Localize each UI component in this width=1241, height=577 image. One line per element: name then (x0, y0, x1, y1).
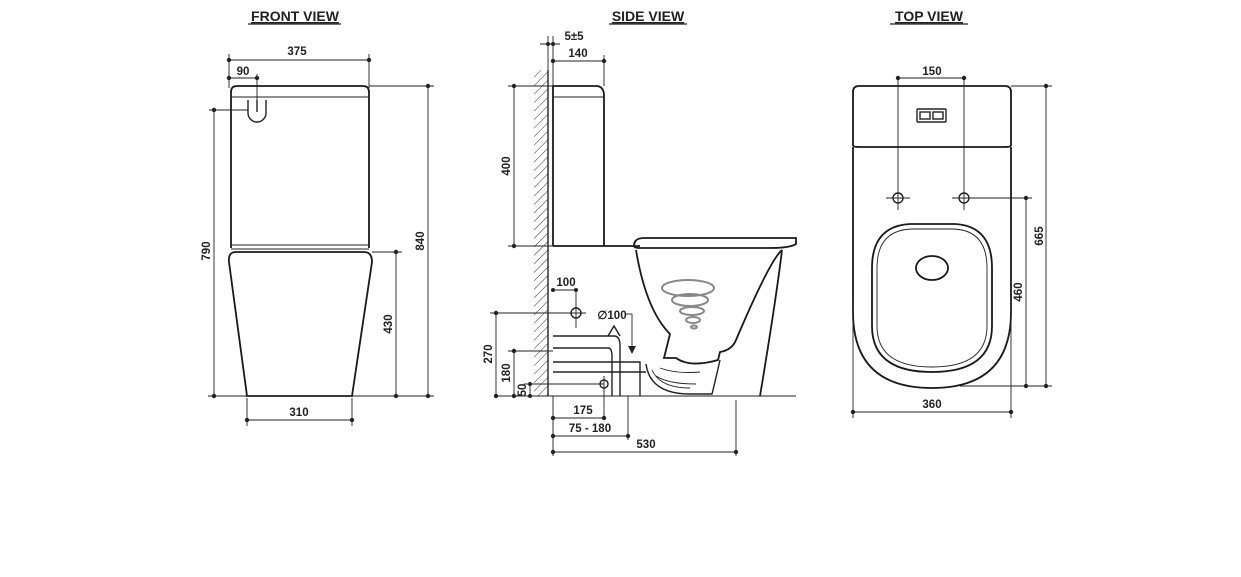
dim-side-outlet-height: 270 (483, 310, 566, 399)
dim-label: 530 (636, 439, 655, 451)
dim-side-outlet-center: 180 (501, 348, 553, 399)
dim-front-bowl-height: 430 (372, 249, 402, 399)
side-outlet-pipe (553, 324, 646, 396)
front-view-title: FRONT VIEW (251, 8, 340, 24)
side-trap (645, 359, 721, 395)
top-seat-opening (871, 223, 993, 373)
dim-label: 840 (415, 231, 427, 250)
dim-label: 100 (556, 277, 575, 289)
side-view-title: SIDE VIEW (612, 8, 685, 24)
dim-front-top-width: 375 (226, 46, 372, 88)
dim-label: 180 (501, 363, 513, 382)
dim-label: 50 (517, 384, 529, 397)
flush-button-icon (247, 100, 267, 123)
dim-label: 270 (483, 344, 495, 363)
top-drain-hole (915, 255, 949, 281)
water-swirl-icon (661, 279, 715, 330)
dim-top-seat-to-fixing: 460 (1013, 195, 1029, 389)
dim-side-outlet-range: 75 - 180 (550, 423, 631, 439)
dim-label: 460 (1013, 282, 1025, 301)
front-bowl-outline (227, 251, 373, 397)
dim-label: ∅100 (597, 310, 626, 322)
dim-front-base-width: 310 (244, 398, 355, 426)
dim-label: 150 (922, 66, 941, 78)
dim-front-button-offset: 90 (226, 66, 260, 100)
dim-side-tank-height: 400 (501, 83, 553, 249)
dim-side-tank-depth: 140 (550, 48, 607, 86)
dim-top-total-depth: 665 (960, 83, 1052, 389)
side-tank-outline (552, 85, 605, 246)
dim-top-fixing-spacing: 150 (895, 66, 967, 81)
side-view: SIDE VIEW (483, 8, 797, 456)
front-tank-outline (230, 85, 370, 248)
top-tank-outline (852, 85, 1012, 148)
dim-label: 75 - 180 (569, 423, 611, 435)
dim-label: 375 (287, 46, 307, 58)
dim-side-inlet-offset: 100 (551, 277, 586, 328)
dim-side-total-depth: 530 (550, 439, 739, 455)
top-view: TOP VIEW 150 (850, 8, 1052, 418)
dim-side-floor-outlet: 175 (550, 405, 607, 421)
dim-label: 175 (573, 405, 593, 417)
dim-label: 140 (568, 48, 587, 60)
dim-label: 665 (1034, 226, 1046, 246)
dim-label: 310 (289, 407, 308, 419)
dim-top-width: 360 (850, 300, 1014, 418)
dim-label: 360 (922, 399, 941, 411)
fixing-crosshair-icon (952, 78, 1032, 210)
dim-side-bottom-offset: 50 (517, 376, 609, 420)
top-view-title: TOP VIEW (895, 8, 964, 24)
front-view: FRONT VIEW 375 90 (201, 8, 434, 426)
side-bowl-outline (635, 249, 783, 365)
dim-label: 430 (383, 314, 395, 333)
dim-side-outlet-diameter: ∅100 (597, 310, 636, 354)
dim-front-total-height: 840 (369, 83, 434, 399)
side-seat-outline (633, 237, 797, 249)
dim-label: 90 (237, 66, 250, 78)
fixing-crosshair-icon (886, 78, 910, 210)
dim-label: 400 (501, 156, 513, 175)
top-bowl-outline (852, 147, 1012, 389)
dual-flush-button-icon (916, 108, 947, 123)
wall-hatch (534, 70, 548, 396)
dim-label: 790 (201, 241, 213, 260)
dim-label: 5±5 (564, 31, 584, 43)
